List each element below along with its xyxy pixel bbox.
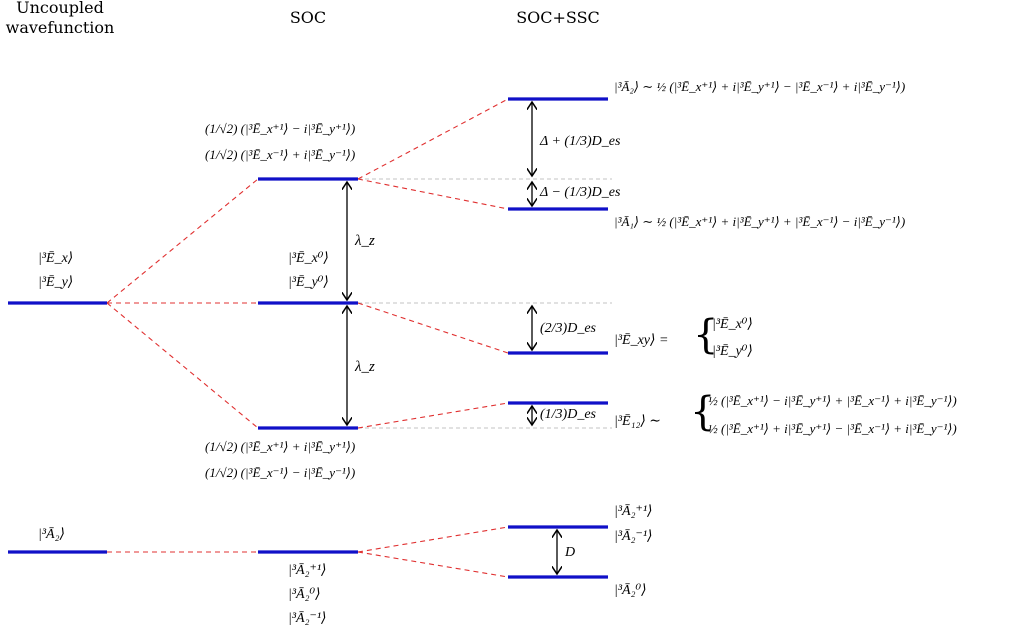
ssc-a1-label: |³Ā₁⟩ ∼ ½ (|³Ē_x⁺¹⟩ + i|³Ē_y⁺¹⟩ + |³Ē_x⁻…: [614, 214, 906, 229]
gap-exy-label: (2/3)D_es: [540, 321, 596, 336]
ssc-exy-state-y: |³Ē_y⁰⟩: [712, 344, 753, 359]
ssc-a2-upper-state-minus: |³Ā₂⁻¹⟩: [614, 529, 653, 544]
lambda-upper-label: λ_z: [355, 233, 375, 249]
header-soc-ssc: SOC+SSC: [516, 8, 600, 27]
connector-soc-middle-to-exy: [357, 302, 509, 354]
header-uncoupled-line1: Uncoupled: [16, 0, 104, 17]
connector-soc-lower-to-e12: [357, 402, 509, 429]
ssc-e12-brace: {: [690, 389, 716, 435]
soc-a2-state-minus: |³Ā₂⁻¹⟩: [288, 611, 327, 626]
ssc-exy-label: |³Ē_xy⟩ =: [614, 333, 669, 348]
gap-a1-soc-label: Δ − (1/3)D_es: [540, 185, 621, 200]
soc-a2-state-plus: |³Ā₂⁺¹⟩: [288, 563, 327, 578]
ssc-e12-label: |³Ē₁₂⟩ ∼: [614, 414, 662, 429]
soc-lower-state-2: (1/√2) (|³Ē_x⁻¹⟩ − i|³Ē_y⁻¹⟩): [205, 465, 356, 480]
header-uncoupled-line2: wavefunction: [5, 18, 115, 37]
connector-soc-a2-to-upper: [357, 526, 509, 553]
ssc-exy-brace: {: [693, 312, 719, 358]
lambda-lower-label: λ_z: [355, 359, 375, 375]
ssc-a2-label: |³Ā₂⟩ ∼ ½ (|³Ē_x⁺¹⟩ + i|³Ē_y⁺¹⟩ − |³Ē_x⁻…: [614, 79, 906, 94]
gap-e12-label: (1/3)D_es: [540, 407, 596, 422]
gap-d-label: D: [565, 545, 576, 560]
gap-a2-a1-label: Δ + (1/3)D_es: [540, 134, 621, 149]
uncoupled-ex-label: |³Ē_x⟩: [38, 251, 74, 266]
connector-e-to-soc-upper: [106, 178, 259, 304]
uncoupled-a2-label: |³Ā₂⟩: [38, 527, 65, 542]
soc-upper-state-2: (1/√2) (|³Ē_x⁻¹⟩ + i|³Ē_y⁻¹⟩): [205, 147, 356, 162]
uncoupled-ey-label: |³Ē_y⟩: [38, 275, 74, 290]
connector-soc-a2-to-lower: [357, 551, 509, 578]
soc-lower-state-1: (1/√2) (|³Ē_x⁺¹⟩ + i|³Ē_y⁺¹⟩): [205, 439, 356, 454]
ssc-a2-lower-state-zero: |³Ā₂⁰⟩: [614, 583, 647, 598]
connector-e-to-soc-lower: [106, 302, 259, 429]
soc-middle-state-y: |³Ē_y⁰⟩: [288, 275, 329, 290]
soc-middle-state-x: |³Ē_x⁰⟩: [288, 251, 329, 266]
connector-soc-upper-to-a2: [357, 98, 509, 180]
ssc-e12-state-2: ½ (|³Ē_x⁺¹⟩ + i|³Ē_y⁺¹⟩ − |³Ē_x⁻¹⟩ + i|³…: [708, 421, 957, 436]
ssc-exy-state-x: |³Ē_x⁰⟩: [712, 317, 753, 332]
header-uncoupled: Uncoupled wavefunction: [0, 0, 120, 36]
connector-soc-upper-to-a1: [357, 178, 509, 210]
ssc-a2-upper-state-plus: |³Ā₂⁺¹⟩: [614, 504, 653, 519]
soc-a2-state-zero: |³Ā₂⁰⟩: [288, 587, 321, 602]
header-soc: SOC: [289, 8, 327, 27]
soc-upper-state-1: (1/√2) (|³Ē_x⁺¹⟩ − i|³Ē_y⁺¹⟩): [205, 121, 356, 136]
ssc-e12-state-1: ½ (|³Ē_x⁺¹⟩ − i|³Ē_y⁺¹⟩ + |³Ē_x⁻¹⟩ + i|³…: [708, 393, 957, 408]
